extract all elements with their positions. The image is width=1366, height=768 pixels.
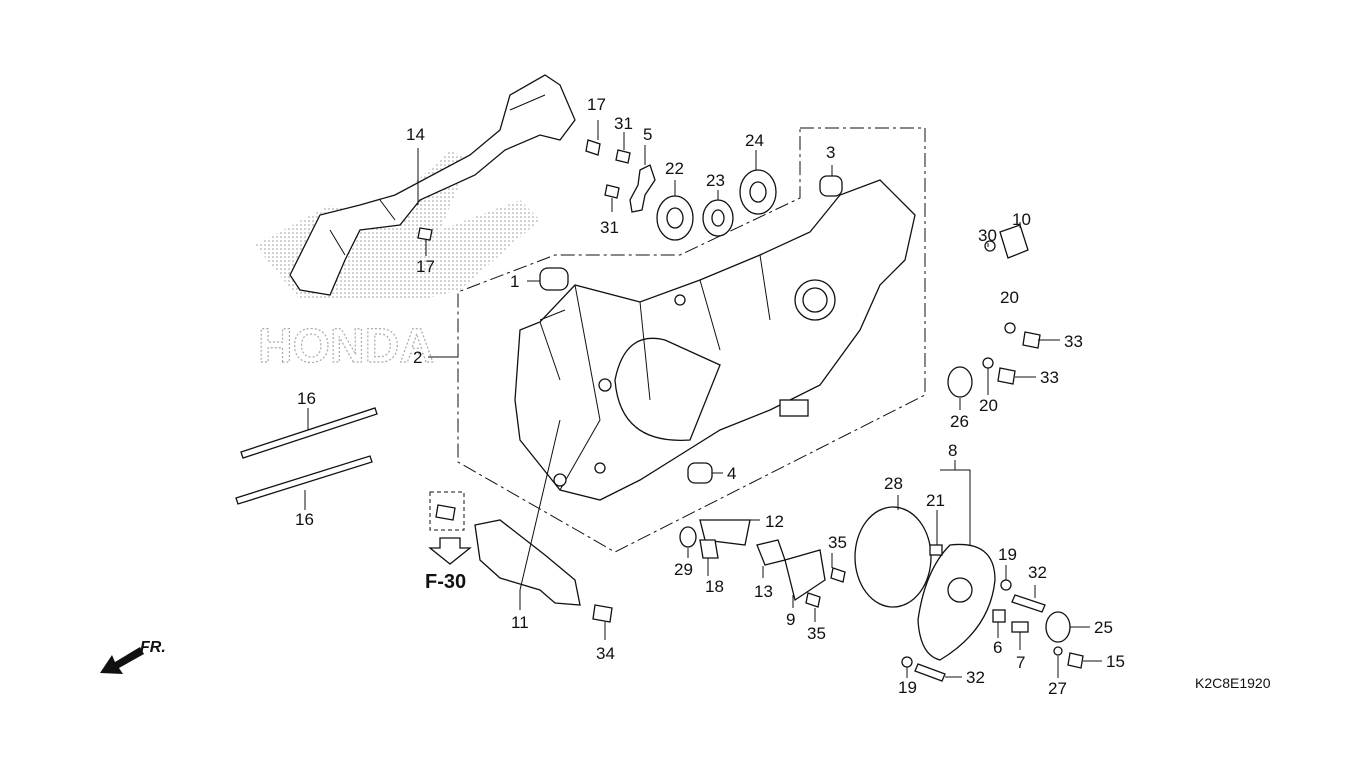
callout-5: 5 bbox=[643, 125, 652, 144]
callout-11: 11 bbox=[511, 613, 529, 632]
callout-labels: 1 2 3 4 5 6 7 8 9 10 11 12 13 14 15 16 1… bbox=[295, 95, 1125, 698]
callout-26: 26 bbox=[950, 412, 969, 431]
callout-12: 12 bbox=[765, 512, 784, 531]
callout-6: 6 bbox=[993, 638, 1002, 657]
callout-3: 3 bbox=[826, 143, 835, 162]
callout-21: 21 bbox=[926, 491, 945, 510]
small-parts bbox=[417, 139, 1084, 682]
callout-18: 18 bbox=[705, 577, 724, 596]
direction-label: FR. bbox=[140, 639, 166, 656]
part-2-crankcase bbox=[514, 179, 916, 501]
callout-31b: 31 bbox=[600, 218, 619, 237]
part-14-bracket bbox=[289, 74, 576, 296]
callout-19a: 19 bbox=[998, 545, 1017, 564]
callout-30: 30 bbox=[978, 226, 997, 245]
callout-17a: 17 bbox=[587, 95, 606, 114]
callout-22: 22 bbox=[665, 159, 684, 178]
callout-35b: 35 bbox=[807, 624, 826, 643]
callout-8: 8 bbox=[948, 441, 957, 460]
callout-33a: 33 bbox=[1064, 332, 1083, 351]
callout-14: 14 bbox=[406, 125, 425, 144]
callout-16a: 16 bbox=[297, 389, 316, 408]
callout-20a: 20 bbox=[1000, 288, 1019, 307]
callout-7: 7 bbox=[1016, 653, 1025, 672]
reference-label: F-30 bbox=[425, 571, 466, 593]
callout-32a: 32 bbox=[1028, 563, 1047, 582]
callout-23: 23 bbox=[706, 171, 725, 190]
callout-24: 24 bbox=[745, 131, 764, 150]
diagram-code: K2C8E1920 bbox=[1195, 675, 1271, 691]
callout-10: 10 bbox=[1012, 210, 1031, 229]
callout-32b: 32 bbox=[966, 668, 985, 687]
front-direction-arrow: FR. bbox=[100, 639, 166, 674]
callout-9: 9 bbox=[786, 610, 795, 629]
callout-20b: 20 bbox=[979, 396, 998, 415]
assembly-outline bbox=[457, 127, 926, 553]
callout-2: 2 bbox=[413, 348, 422, 367]
leader-lines bbox=[304, 120, 1102, 678]
stud-bolts bbox=[235, 407, 378, 505]
callout-33b: 33 bbox=[1040, 368, 1059, 387]
watermark-text: HONDA bbox=[258, 320, 434, 373]
callout-15: 15 bbox=[1106, 652, 1125, 671]
callout-29: 29 bbox=[674, 560, 693, 579]
callout-34: 34 bbox=[596, 644, 615, 663]
callout-31a: 31 bbox=[614, 114, 633, 133]
callout-27: 27 bbox=[1048, 679, 1067, 698]
callout-4: 4 bbox=[727, 464, 736, 483]
callout-17b: 17 bbox=[416, 257, 435, 276]
callout-13: 13 bbox=[754, 582, 773, 601]
callout-35a: 35 bbox=[828, 533, 847, 552]
callout-19b: 19 bbox=[898, 678, 917, 697]
callout-16b: 16 bbox=[295, 510, 314, 529]
callout-25: 25 bbox=[1094, 618, 1113, 637]
callout-1: 1 bbox=[510, 272, 519, 291]
callout-28: 28 bbox=[884, 474, 903, 493]
